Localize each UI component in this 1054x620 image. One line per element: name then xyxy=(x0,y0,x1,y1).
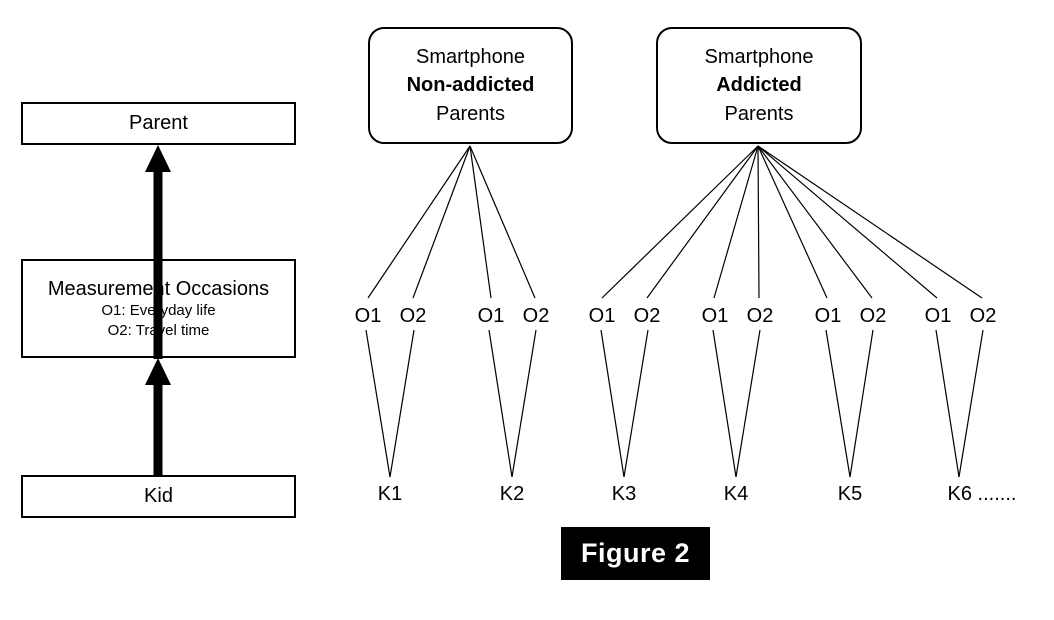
converge-occasions-to-kid-k3 xyxy=(600,329,649,478)
converge-occasions-to-kid-k1 xyxy=(365,329,415,478)
converge-occasions-to-kid-k6 xyxy=(935,329,984,478)
kid-label-k4: K4 xyxy=(723,483,749,505)
group-box-non-addicted-parents: Smartphone Non-addicted Parents xyxy=(368,27,573,144)
occasion-label-5: O1 xyxy=(588,305,616,327)
occasion-label-12: O2 xyxy=(969,305,997,327)
measurement-occasion-o1-description: O1: Everyday life xyxy=(101,302,216,320)
kid-label-k5: K5 xyxy=(837,483,863,505)
measurement-occasion-o2-description: O2: Travel time xyxy=(107,321,210,339)
group-non-addicted-line-1: Smartphone xyxy=(416,45,525,68)
fan-addicted-to-occasions xyxy=(601,145,983,299)
occasion-label-10: O2 xyxy=(859,305,887,327)
level-box-parent: Parent xyxy=(21,102,296,145)
group-box-addicted-parents: Smartphone Addicted Parents xyxy=(656,27,862,144)
occasion-label-11: O1 xyxy=(924,305,952,327)
kid-label-k2: K2 xyxy=(499,483,525,505)
figure-caption: Figure 2 xyxy=(561,527,710,580)
occasion-label-1: O1 xyxy=(354,305,382,327)
kid-label-k3: K3 xyxy=(611,483,637,505)
group-non-addicted-line-2: Non-addicted xyxy=(406,74,535,97)
occasion-label-3: O1 xyxy=(477,305,505,327)
level-box-measurement-occasions: Measurement Occasions O1: Everyday life … xyxy=(21,259,296,358)
group-non-addicted-line-3: Parents xyxy=(436,102,505,125)
kid-label-k6: K6 ....... xyxy=(947,483,1017,505)
occasion-label-9: O1 xyxy=(814,305,842,327)
occasion-label-8: O2 xyxy=(746,305,774,327)
converge-occasions-to-kid-k2 xyxy=(488,329,537,478)
fan-non-addicted-to-occasions xyxy=(367,145,536,299)
group-addicted-line-1: Smartphone xyxy=(704,45,814,68)
level-box-kid-title: Kid xyxy=(144,485,173,508)
occasion-label-4: O2 xyxy=(522,305,550,327)
level-box-measurement-occasions-title: Measurement Occasions xyxy=(47,277,270,300)
occasion-label-7: O1 xyxy=(701,305,729,327)
occasion-label-2: O2 xyxy=(399,305,427,327)
arrow-kid-to-measurement xyxy=(145,358,171,475)
occasion-label-6: O2 xyxy=(633,305,661,327)
converge-occasions-to-kid-k5 xyxy=(825,329,874,478)
level-box-parent-title: Parent xyxy=(129,112,188,135)
level-box-kid: Kid xyxy=(21,475,296,518)
group-addicted-line-2: Addicted xyxy=(716,74,802,97)
converge-occasions-to-kid-k4 xyxy=(712,329,761,478)
kid-label-k1: K1 xyxy=(377,483,403,505)
group-addicted-line-3: Parents xyxy=(724,102,794,125)
